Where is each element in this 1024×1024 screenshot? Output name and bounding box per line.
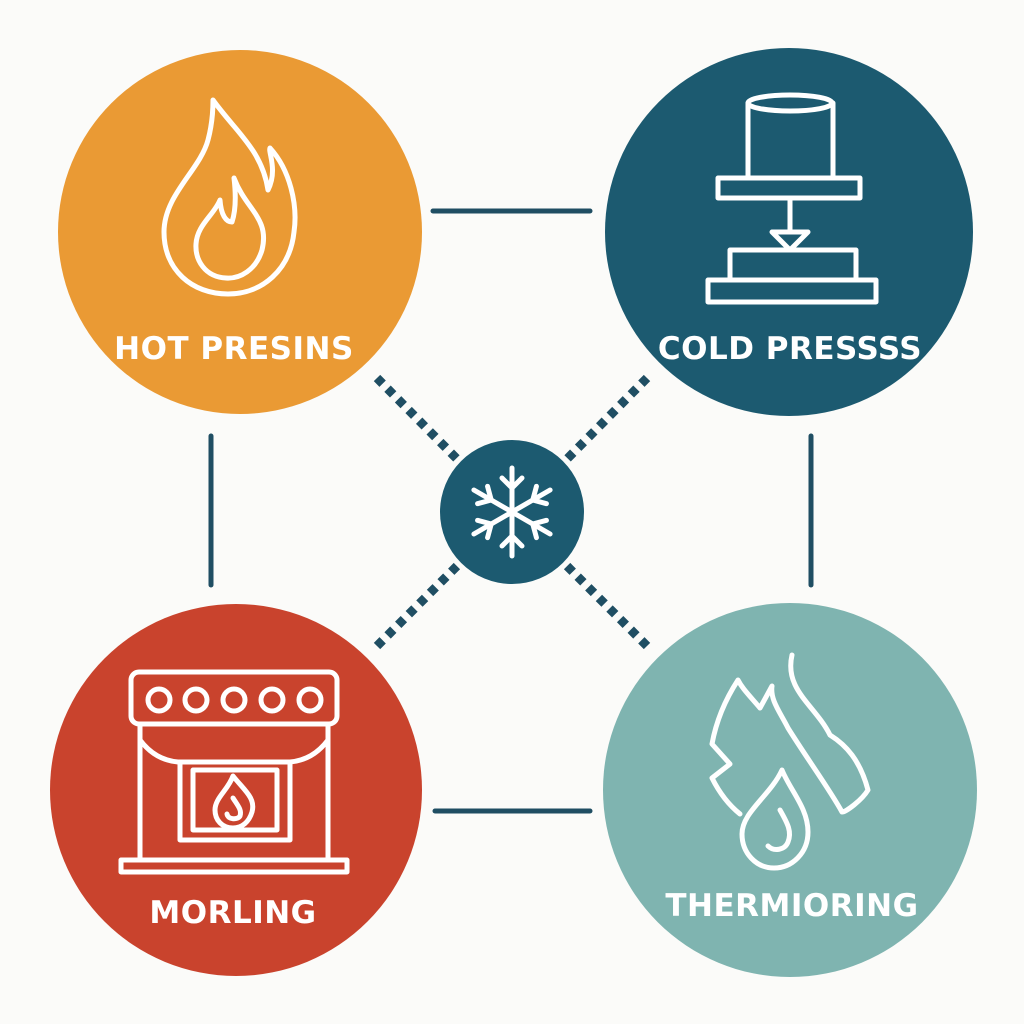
node-hot-pressing: HOT PRESINS bbox=[58, 50, 422, 414]
hot-pressing-circle bbox=[58, 50, 422, 414]
solid-connectors bbox=[208, 208, 814, 814]
press-icon bbox=[705, 92, 879, 305]
dashed-connector-bottom-right bbox=[562, 561, 651, 650]
node-molding: MORLING bbox=[50, 604, 422, 976]
flame-drop-icon bbox=[709, 652, 871, 871]
dashed-connector-top-right bbox=[562, 374, 651, 464]
snowflake-icon bbox=[471, 465, 553, 559]
molding-label: MORLING bbox=[149, 895, 316, 931]
dashed-connector-bottom-left bbox=[373, 561, 462, 650]
cold-pressing-label: COLD PRESSSS bbox=[658, 331, 922, 367]
dashed-connectors bbox=[373, 374, 651, 650]
hot-pressing-label: HOT PRESINS bbox=[114, 331, 354, 367]
node-thermoforming: THERMIORING bbox=[603, 603, 977, 977]
node-cold-pressing: COLD PRESSSS bbox=[605, 48, 973, 416]
thermoforming-label: THERMIORING bbox=[665, 888, 918, 924]
center-hub bbox=[440, 440, 584, 584]
oven-icon bbox=[118, 669, 350, 875]
dashed-connector-top-left bbox=[373, 374, 462, 464]
molding-circle bbox=[50, 604, 422, 976]
flame-icon bbox=[161, 97, 298, 297]
